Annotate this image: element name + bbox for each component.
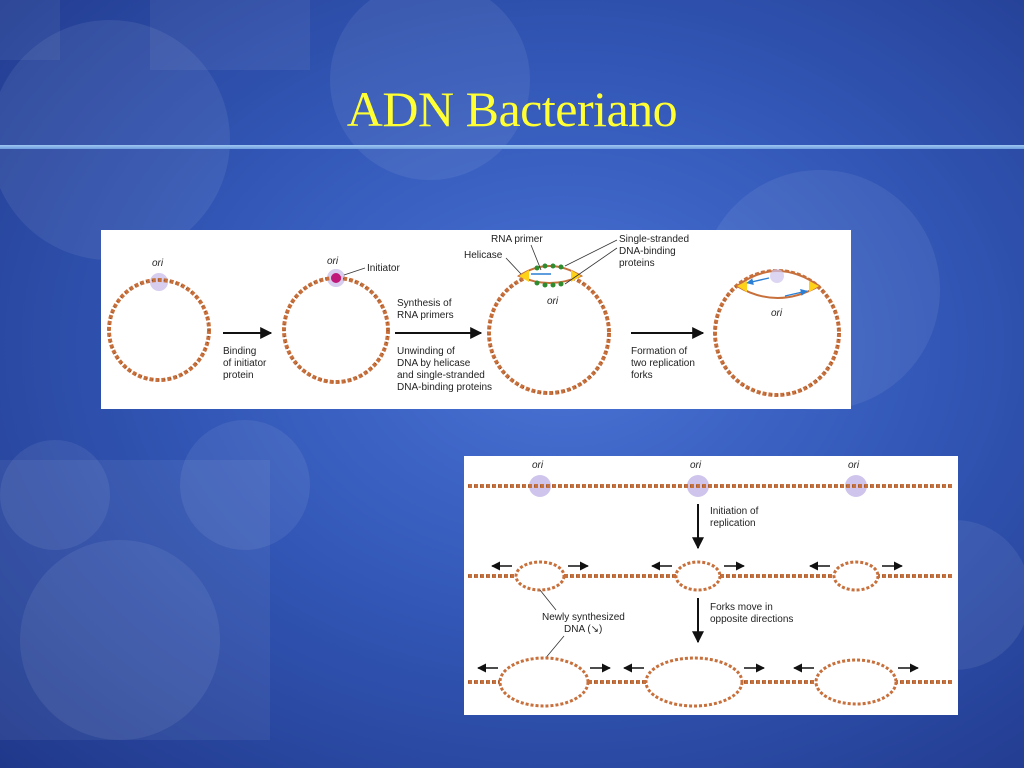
slide-title: ADN Bacteriano bbox=[346, 81, 678, 137]
label-leader-line bbox=[530, 244, 542, 271]
step2-label-line: opposite directions bbox=[710, 614, 793, 625]
arrow2-bottom-label-line: and single-stranded bbox=[397, 370, 485, 381]
arrow3-label-line: Formation of bbox=[631, 346, 687, 357]
ssb-protein bbox=[558, 264, 564, 270]
arrow2-bottom-label-line: DNA-binding proteins bbox=[397, 382, 492, 393]
arrow2-bottom-label-line: DNA by helicase bbox=[397, 358, 471, 369]
label-leader-line bbox=[543, 635, 565, 661]
ssb-label-line: proteins bbox=[619, 258, 655, 269]
arrow2-top-label-line: Synthesis of bbox=[397, 298, 452, 309]
replication-bubble bbox=[814, 658, 898, 706]
bg-square bbox=[0, 0, 60, 60]
helicase-left bbox=[519, 270, 529, 282]
ssb-protein bbox=[550, 282, 556, 288]
ori-label: ori bbox=[547, 296, 559, 307]
new-dna-label-line: Newly synthesized bbox=[542, 612, 625, 623]
replication-fork-left bbox=[737, 281, 747, 292]
new-dna-label-line: DNA (↘) bbox=[564, 624, 602, 635]
circular-replication-diagram: ori Binding of initiator protein ori Ini… bbox=[101, 230, 851, 409]
helicase-label: Helicase bbox=[464, 250, 503, 261]
stage4-plasmid: ori bbox=[713, 269, 841, 397]
arrow3-label-line: forks bbox=[631, 370, 653, 381]
bg-square bbox=[0, 460, 270, 740]
initiator-label: Initiator bbox=[367, 263, 400, 274]
bg-bubble bbox=[0, 20, 230, 260]
ssb-protein bbox=[534, 280, 540, 286]
dna-strand bbox=[487, 271, 611, 395]
dna-strand bbox=[107, 278, 211, 382]
stage3-plasmid: RNA primer Helicase Single-stranded DNA-… bbox=[464, 234, 689, 395]
ssb-label-line: DNA-binding bbox=[619, 246, 676, 257]
step1-label-line: replication bbox=[710, 518, 756, 529]
dna-strand bbox=[283, 277, 389, 383]
arrow2-bottom-label-line: Unwinding of bbox=[397, 346, 455, 357]
replication-bubble bbox=[832, 560, 880, 592]
circular-replication-svg: ori Binding of initiator protein ori Ini… bbox=[107, 234, 841, 397]
stage2-plasmid: ori Initiator bbox=[282, 256, 400, 384]
bg-bubble bbox=[330, 0, 530, 180]
ssb-protein bbox=[542, 263, 548, 269]
ori-highlight bbox=[770, 269, 784, 283]
linear-replication-diagram: ori ori ori Initiation of replication Fo… bbox=[464, 456, 958, 715]
bg-bubble bbox=[0, 440, 110, 550]
ssb-protein bbox=[534, 265, 540, 271]
replication-bubble bbox=[498, 656, 590, 708]
new-strand-arrow bbox=[746, 277, 770, 286]
ori-highlight bbox=[845, 475, 867, 497]
arrow2-top-label-line: RNA primers bbox=[397, 310, 454, 321]
replication-bubble bbox=[674, 560, 722, 592]
arrow1-label-line: protein bbox=[223, 370, 254, 381]
bg-bubble bbox=[180, 420, 310, 550]
bg-square bbox=[150, 0, 310, 70]
label-leader-line bbox=[539, 589, 557, 611]
arrow1-label-line: Binding bbox=[223, 346, 256, 357]
replication-fork-right bbox=[809, 281, 819, 292]
step2-label-line: Forks move in bbox=[710, 602, 773, 613]
label-leader-line bbox=[564, 247, 618, 285]
arrow3-label-line: two replication bbox=[631, 358, 695, 369]
label-leader-line bbox=[564, 239, 618, 267]
ori-label: ori bbox=[690, 460, 702, 471]
linear-replication-svg: ori ori ori Initiation of replication Fo… bbox=[468, 460, 954, 708]
initiator-protein bbox=[331, 273, 341, 283]
ori-label: ori bbox=[532, 460, 544, 471]
ori-label: ori bbox=[771, 308, 783, 319]
dna-strand bbox=[714, 270, 840, 396]
ssb-protein bbox=[550, 263, 556, 269]
step1-label-line: Initiation of bbox=[710, 506, 759, 517]
replication-bubble bbox=[514, 560, 566, 592]
label-leader-line bbox=[505, 257, 522, 275]
dna-strand bbox=[108, 279, 210, 381]
ssb-protein bbox=[558, 281, 564, 287]
ssb-label-line: Single-stranded bbox=[619, 234, 689, 245]
ori-label: ori bbox=[152, 258, 164, 269]
label-leader-line bbox=[343, 267, 366, 276]
new-strand-arrow bbox=[784, 288, 808, 297]
rna-primer-label: RNA primer bbox=[491, 234, 543, 245]
arrow1-label-line: of initiator bbox=[223, 358, 267, 369]
ori-label: ori bbox=[848, 460, 860, 471]
bg-bubble bbox=[20, 540, 220, 740]
replication-bubble bbox=[644, 656, 744, 708]
stage1-plasmid: ori bbox=[107, 258, 211, 382]
dna-strand bbox=[282, 276, 390, 384]
ssb-protein bbox=[542, 282, 548, 288]
title-divider bbox=[0, 145, 1024, 149]
ori-label: ori bbox=[327, 256, 339, 267]
